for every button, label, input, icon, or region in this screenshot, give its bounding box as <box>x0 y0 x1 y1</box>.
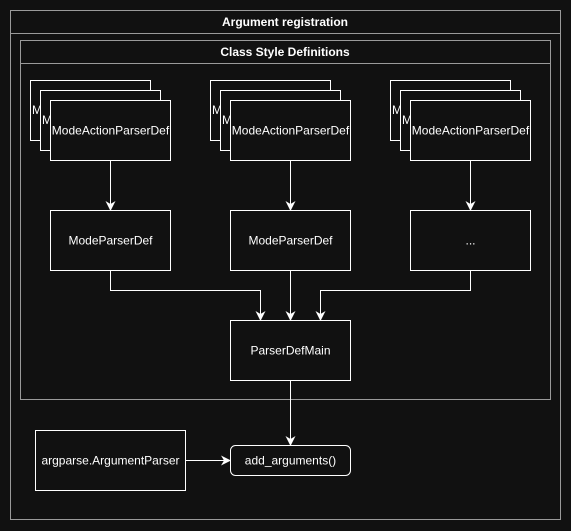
add-arguments-label: add_arguments() <box>245 454 336 468</box>
parser-def-main-label: ParserDefMain <box>250 344 330 358</box>
mode-parser-def-label: ModeParserDef <box>248 234 333 248</box>
mode-action-parser-def-label: ModeActionParserDef <box>52 124 170 138</box>
add-arguments-box: add_arguments() <box>230 445 351 476</box>
mode-action-parser-stack-3: M M ModeActionParserDef <box>390 80 531 161</box>
stack-back-label: M <box>392 103 402 117</box>
outer-frame-title: Argument registration <box>222 15 348 29</box>
mode-action-parser-stack-1: M M ModeActionParserDef <box>30 80 171 161</box>
stack-back-label: M <box>402 113 412 127</box>
mode-parser-def-label: ModeParserDef <box>68 234 153 248</box>
parser-def-main-box: ParserDefMain <box>230 320 351 381</box>
mode-action-parser-def-label: ModeActionParserDef <box>412 124 530 138</box>
mode-parser-def-box-2: ModeParserDef <box>230 210 351 271</box>
stack-back-label: M <box>222 113 232 127</box>
argparse-box: argparse.ArgumentParser <box>35 430 186 491</box>
stack-back-label: M <box>42 113 52 127</box>
mode-action-parser-stack-2: M M ModeActionParserDef <box>210 80 351 161</box>
mode-parser-ellipsis-box: ... <box>410 210 531 271</box>
mode-parser-def-box-1: ModeParserDef <box>50 210 171 271</box>
stack-back-label: M <box>32 103 42 117</box>
inner-frame-title: Class Style Definitions <box>220 45 350 59</box>
arrow-ellipsis-to-main <box>315 270 471 321</box>
argparse-label: argparse.ArgumentParser <box>41 454 179 468</box>
mode-parser-ellipsis-label: ... <box>465 234 475 248</box>
arrow-modeparser1-to-main <box>110 270 266 321</box>
stack-back-label: M <box>212 103 222 117</box>
mode-action-parser-def-label: ModeActionParserDef <box>232 124 350 138</box>
